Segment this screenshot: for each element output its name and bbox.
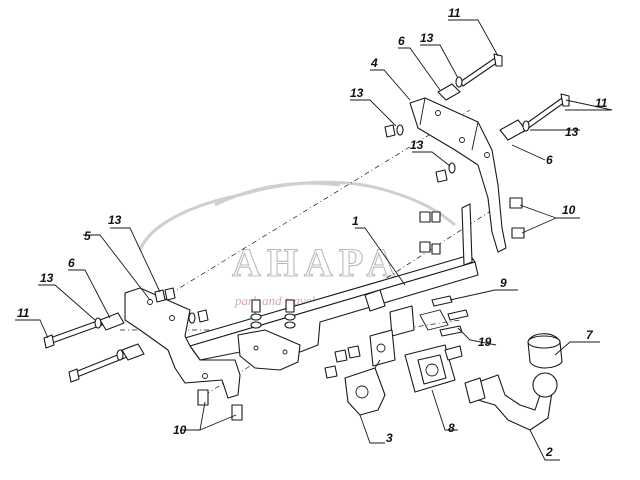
callout-8: 8 [448,421,455,435]
callout-13-right-upper: 13 [350,86,364,100]
ball-cover [527,333,563,369]
callout-19: 19 [478,335,492,349]
callouts: 11 6 13 4 13 11 13 6 13 10 1 5 13 6 13 1… [17,6,608,459]
callout-1: 1 [352,214,359,228]
callout-11-right: 11 [595,96,608,110]
washers-left [154,287,209,324]
callout-11-top: 11 [448,6,461,20]
bolts-10-left [197,389,243,421]
callout-13-left-upper: 13 [108,213,122,227]
electrical-socket [404,344,463,393]
callout-13-top: 13 [420,31,434,45]
leader-lines [15,19,613,461]
tow-ball-neck [464,372,558,431]
callout-10-left: 10 [173,423,187,437]
left-side-bracket [124,287,241,399]
callout-2: 2 [545,445,553,459]
bolt-11-left-lower [68,351,128,383]
bolts-right [459,53,570,133]
callout-13-right-lower: 13 [410,138,424,152]
callout-13-right: 13 [565,125,579,139]
callout-13-left: 13 [40,271,54,285]
callout-3: 3 [386,431,393,445]
bolt-11-left-upper [43,319,103,349]
callout-9: 9 [500,276,507,290]
bolts-left [43,312,145,383]
callout-4: 4 [370,56,378,70]
watermark-car-roof [214,181,341,207]
callout-11-left: 11 [17,306,30,320]
middle-support-plate [237,329,301,371]
callout-6-right: 6 [546,153,553,167]
bolts-middle-vertical [250,299,296,329]
spacer-sleeves-right [437,83,527,141]
callout-7: 7 [586,328,594,342]
bolt-11-top [459,53,503,87]
socket-bracket [344,359,386,416]
bolts-10-right [419,197,525,255]
main-crossbar [184,203,479,367]
bolts-9-19 [324,295,469,379]
washers-right [384,76,530,183]
callout-5: 5 [84,229,91,243]
callout-6-left: 6 [68,256,75,270]
callout-10-right: 10 [562,203,576,217]
watermark-brand: AHAPA [232,240,401,285]
callout-6-top: 6 [398,34,405,48]
right-side-bracket [409,97,507,253]
